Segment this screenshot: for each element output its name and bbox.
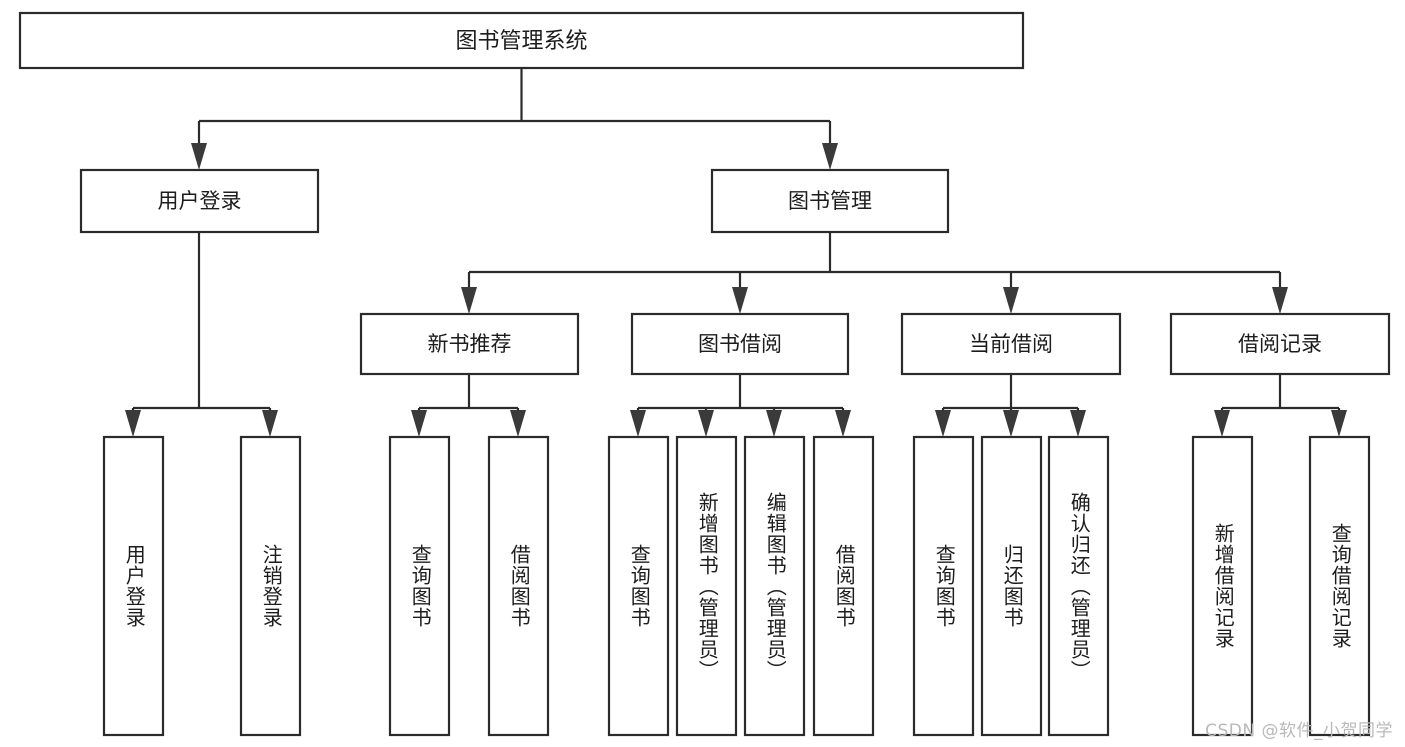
node-user-login-box[interactable] [79,168,320,234]
arrow-head-leaf-add-book [698,410,714,437]
leaf-return-book-box[interactable] [980,435,1043,737]
leaf-user-login-box[interactable] [102,435,165,737]
node-root-box[interactable] [18,11,1025,70]
arrow-head-book-borrow [732,287,748,314]
node-new-book-recommend[interactable]: 新书推荐 [359,312,580,376]
arrow-head-leaf-confirm-return [1070,410,1086,437]
node-root[interactable]: 图书管理系统 [18,11,1025,70]
connector-group-book-borrow [630,374,851,437]
node-new-book-recommend-box[interactable] [359,312,580,376]
leaf-query-book-3-box[interactable] [912,435,975,737]
arrow-head-current-borrow [1003,287,1019,314]
node-borrow-record[interactable]: 借阅记录 [1169,312,1391,376]
leaf-add-book-box[interactable] [675,435,738,737]
leaf-borrow-book-1-box[interactable] [487,435,550,737]
leaf-add-record-box[interactable] [1191,435,1254,737]
leaf-query-record-box[interactable] [1308,435,1371,737]
node-root-label: 图书管理系统 [455,29,587,54]
node-book-borrow[interactable]: 图书借阅 [630,312,850,376]
connector-group-current-borrow [935,374,1086,437]
node-book-borrow-label: 图书借阅 [698,332,782,356]
arrow-head-leaf-query-book-1 [411,410,427,437]
leaf-query-book-2-box[interactable] [607,435,670,737]
node-book-manage[interactable]: 图书管理 [710,168,950,234]
arrow-head-leaf-add-record [1214,410,1230,437]
leaf-confirm-return-box[interactable] [1047,435,1110,737]
connector-group-book-manage [461,232,1288,314]
arrow-head-leaf-query-book-2 [630,410,646,437]
connector-group-borrow-record [1214,374,1347,437]
leaf-logout-box[interactable] [239,435,302,737]
node-book-borrow-box[interactable] [630,312,850,376]
node-current-borrow[interactable]: 当前借阅 [900,312,1122,376]
csdn-watermark: CSDN @软件_小贺同学 [1205,721,1393,741]
node-book-manage-box[interactable] [710,168,950,234]
node-current-borrow-label: 当前借阅 [969,332,1053,356]
connector-group-new-book-recommend [411,374,526,437]
arrow-head-leaf-user-login [125,410,141,437]
connector-group-root [191,68,838,170]
arrow-head-user-login [191,143,207,170]
arrow-head-borrow-record [1272,287,1288,314]
node-current-borrow-box[interactable] [900,312,1122,376]
leaf-borrow-book-2-box[interactable] [812,435,875,737]
arrow-head-leaf-borrow-book-2 [835,410,851,437]
connector-group-user-login [125,232,278,437]
node-new-book-recommend-label: 新书推荐 [428,332,512,356]
leaf-edit-book-box[interactable] [743,435,806,737]
node-borrow-record-box[interactable] [1169,312,1391,376]
arrow-head-leaf-return-book [1003,410,1019,437]
arrow-head-leaf-query-book-3 [935,410,951,437]
leaf-boxes [102,435,1371,737]
arrow-head-new-book-recommend [461,287,477,314]
node-book-manage-label: 图书管理 [788,189,872,213]
leaf-query-book-1-box[interactable] [388,435,451,737]
arrow-head-leaf-logout [262,410,278,437]
arrow-head-leaf-borrow-book-1 [510,410,526,437]
node-user-login-label: 用户登录 [158,189,242,213]
arrow-head-leaf-edit-book [766,410,782,437]
arrow-head-leaf-query-record [1331,410,1347,437]
node-user-login[interactable]: 用户登录 [79,168,320,234]
arrow-head-book-manage [822,143,838,170]
node-borrow-record-label: 借阅记录 [1238,332,1322,356]
